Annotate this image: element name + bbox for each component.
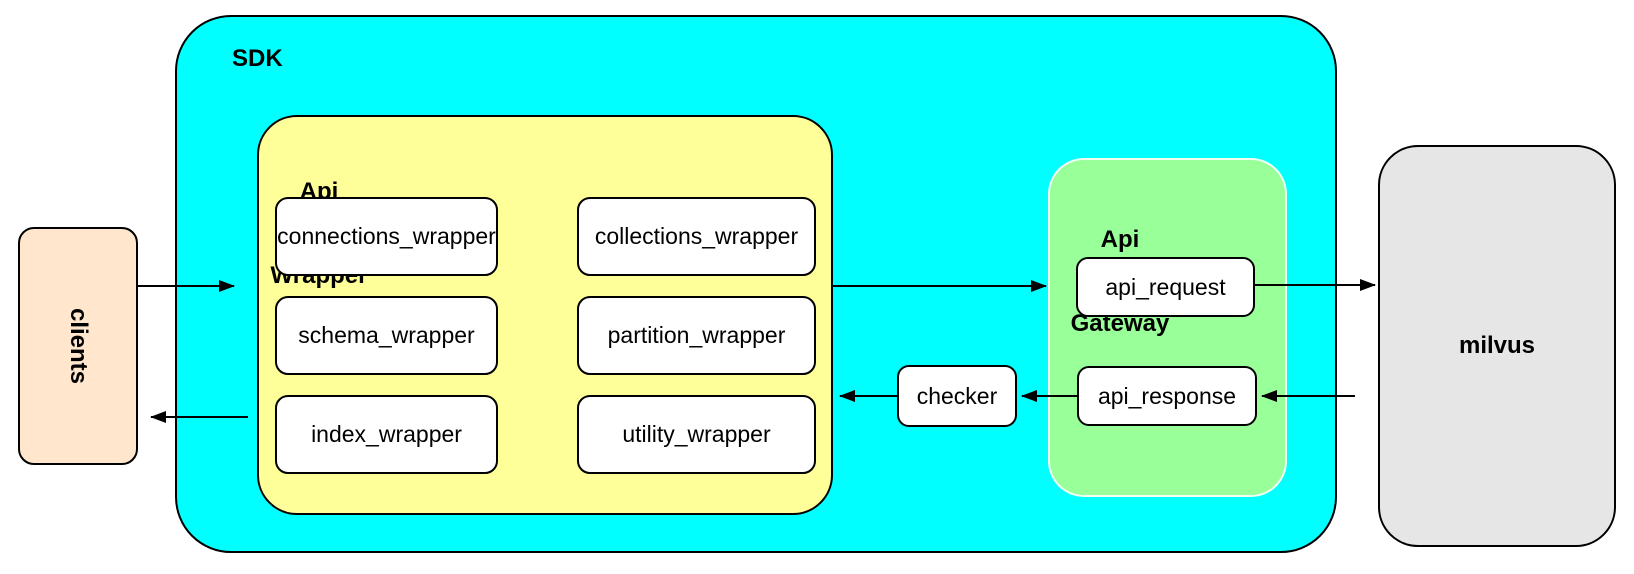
sdk-label: SDK	[232, 45, 283, 72]
collections-wrapper-node: collections_wrapper	[577, 197, 816, 276]
api-gateway-label-line1: Api	[1100, 226, 1140, 253]
api-response-node: api_response	[1077, 366, 1257, 426]
partition-wrapper-node: partition_wrapper	[577, 296, 816, 375]
utility-wrapper-node: utility_wrapper	[577, 395, 816, 474]
index-wrapper-node: index_wrapper	[275, 395, 498, 474]
connections-wrapper-node: connections_wrapper	[275, 197, 498, 276]
milvus-label: milvus	[1458, 332, 1536, 359]
clients-box: clients	[18, 227, 138, 465]
milvus-box: milvus	[1378, 145, 1616, 547]
schema-wrapper-node: schema_wrapper	[275, 296, 498, 375]
api-request-node: api_request	[1076, 257, 1255, 317]
clients-label: clients	[65, 307, 92, 385]
checker-node: checker	[897, 365, 1017, 427]
api-gateway-container: Api Gateway	[1048, 158, 1287, 497]
